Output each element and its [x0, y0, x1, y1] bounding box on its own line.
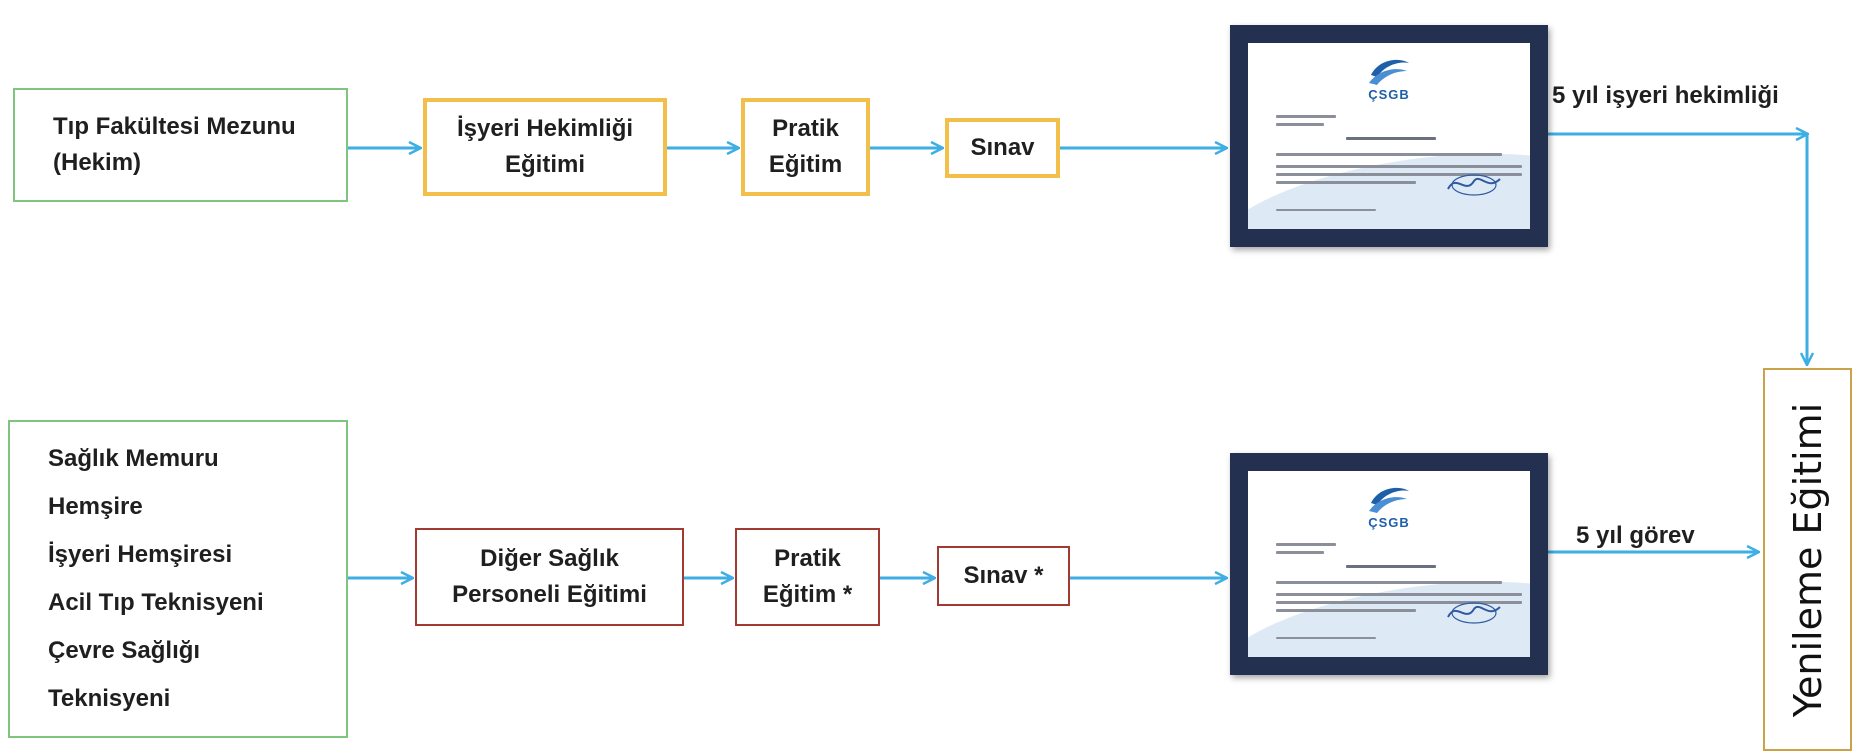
node-other-health-personnel-training: Diğer Sağlık Personeli Eğitimi	[415, 528, 684, 626]
node-practical-training-top-line2: Eğitim	[768, 151, 843, 178]
node-other-health-personnel-training-line2: Personeli Eğitimi	[452, 581, 647, 608]
csgb-logo-icon	[1369, 59, 1409, 85]
node-exam-top-label: Sınav	[970, 134, 1035, 161]
node-renewal-training: Yenileme Eğitimi	[1763, 368, 1852, 751]
list-item-teknisyeni: Teknisyeni	[48, 685, 171, 712]
node-practical-training-top-line1: Pratik	[772, 115, 839, 142]
list-item-saglik-memuru: Sağlık Memuru	[48, 445, 219, 472]
label-five-years-duty: 5 yıl görev	[1576, 522, 1695, 549]
list-item-hemsire: Hemşire	[48, 493, 143, 520]
node-workplace-physician-training-line2: Eğitimi	[504, 151, 585, 178]
list-item-isyeri-hemsiresi: İşyeri Hemşiresi	[48, 541, 233, 568]
node-exam-bottom: Sınav *	[937, 546, 1070, 606]
node-medical-graduate: Tıp Fakültesi Mezunu (Hekim)	[13, 88, 348, 202]
label-five-years-physician: 5 yıl işyeri hekimliği	[1552, 82, 1779, 109]
node-health-personnel-list: Sağlık Memuru Hemşire İşyeri Hemşiresi A…	[8, 420, 348, 738]
certificate-image-bottom: ÇSGB	[1230, 453, 1548, 675]
node-renewal-training-label: Yenileme Eğitimi	[1785, 402, 1830, 717]
node-exam-top: Sınav	[945, 118, 1060, 178]
certificate-brand-bottom: ÇSGB	[1368, 515, 1410, 530]
node-medical-graduate-line2: (Hekim)	[53, 149, 142, 176]
csgb-logo-icon	[1369, 487, 1409, 513]
certificate-image-top: ÇSGB	[1230, 25, 1548, 247]
signature-icon	[1447, 174, 1501, 196]
node-workplace-physician-training: İşyeri Hekimliği Eğitimi	[423, 98, 667, 196]
node-practical-training-bottom: Pratik Eğitim *	[735, 528, 880, 626]
certificate-brand-top: ÇSGB	[1368, 87, 1410, 102]
node-practical-training-bottom-line1: Pratik	[774, 545, 841, 572]
node-other-health-personnel-training-line1: Diğer Sağlık	[480, 545, 619, 572]
node-workplace-physician-training-line1: İşyeri Hekimliği	[456, 115, 634, 142]
node-practical-training-top: Pratik Eğitim	[741, 98, 870, 196]
list-item-acil-tip-teknisyeni: Acil Tıp Teknisyeni	[48, 589, 264, 616]
node-medical-graduate-line1: Tıp Fakültesi Mezunu	[53, 113, 296, 140]
list-item-cevre-sagligi: Çevre Sağlığı	[48, 637, 201, 664]
node-exam-bottom-label: Sınav *	[963, 562, 1044, 589]
signature-icon	[1447, 602, 1501, 624]
node-practical-training-bottom-line2: Eğitim *	[762, 581, 853, 608]
